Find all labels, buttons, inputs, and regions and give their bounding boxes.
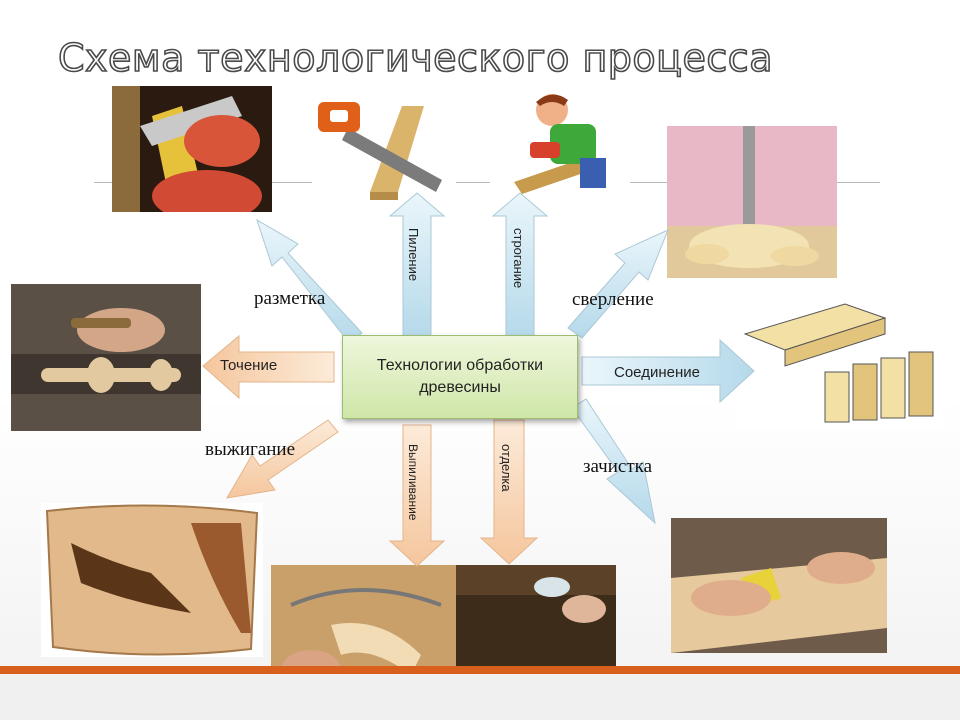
photo-joinery (735, 294, 946, 430)
title-divider (94, 182, 880, 183)
label-tochenie: Точение (220, 357, 278, 374)
arrow-otdelka (479, 419, 539, 565)
photo-planing (490, 86, 630, 194)
label-zachistka: зачистка (583, 456, 653, 477)
label-vypilivanie: Выпиливание (406, 444, 420, 521)
photo-drilling (667, 126, 837, 278)
slide-title: Схема технологического процесса (57, 35, 773, 81)
label-stroganie: строгание (511, 228, 526, 289)
label-pilenie: Пиление (406, 228, 421, 282)
label-razmetka: разметка (254, 288, 326, 309)
label-otdelka: отделка (499, 444, 514, 492)
arrow-soedinenie (581, 338, 755, 404)
photo-burning (41, 503, 263, 657)
accent-bar (0, 666, 960, 674)
arrow-vypilivanie (388, 424, 446, 567)
arrow-sverlenie (567, 229, 669, 339)
photo-marking (112, 86, 272, 212)
center-box-technologies: Технологии обработки древесины (342, 335, 578, 419)
photo-sanding (671, 518, 887, 653)
arrow-tochenie (202, 334, 335, 400)
label-vyzhiganie: выжигание (205, 439, 296, 460)
arrow-stroganie (491, 192, 549, 339)
footer-strip (0, 674, 960, 720)
arrow-razmetka (256, 218, 363, 345)
photo-turning (11, 284, 201, 431)
label-sverlenie: сверление (572, 289, 654, 310)
label-soedinenie: Соединение (614, 364, 700, 381)
photo-saw (312, 88, 456, 202)
arrow-vyzhiganie (226, 419, 339, 499)
arrow-pilenie (388, 192, 446, 339)
arrow-zachistka (571, 398, 656, 525)
